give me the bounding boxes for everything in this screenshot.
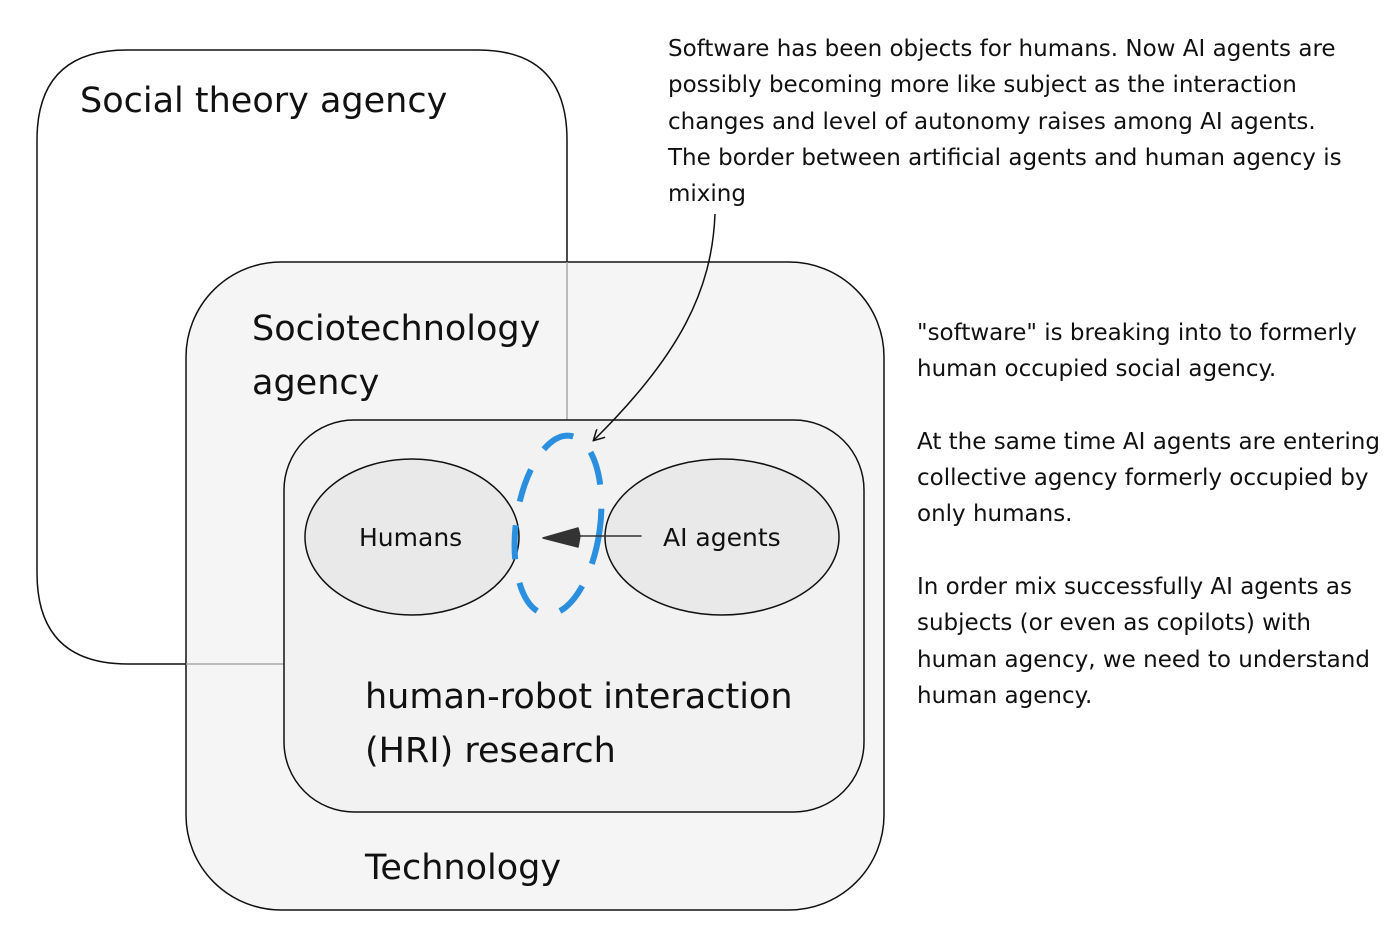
social-theory-agency-label: Social theory agency [80,81,448,121]
humans-label: Humans [359,523,463,552]
border-mixing-dashed-ellipse [511,432,605,618]
side-annotation-paragraph: In order mix successfully AI agents as s… [917,574,1370,709]
ai-agents-label: AI agents [663,523,781,552]
side-annotation-paragraph: At the same time AI agents are entering … [917,428,1380,528]
top-annotation-text: Software has been objects for humans. No… [668,36,1342,208]
side-annotation: "software" is breaking into to formerly … [917,315,1397,714]
social-theory-region [36,49,568,665]
technology-label: Technology [365,848,562,888]
side-annotation-paragraph: "software" is breaking into to formerly … [917,320,1357,383]
annotation-arrow [594,213,716,440]
hri-research-label: human-robot interaction (HRI) research [365,677,793,772]
humans-ellipse [304,458,520,616]
sociotechnology-agency-label: Sociotechnology agency [252,309,541,404]
ai-agents-ellipse [604,458,840,616]
agents-to-humans-arrow [542,527,642,548]
